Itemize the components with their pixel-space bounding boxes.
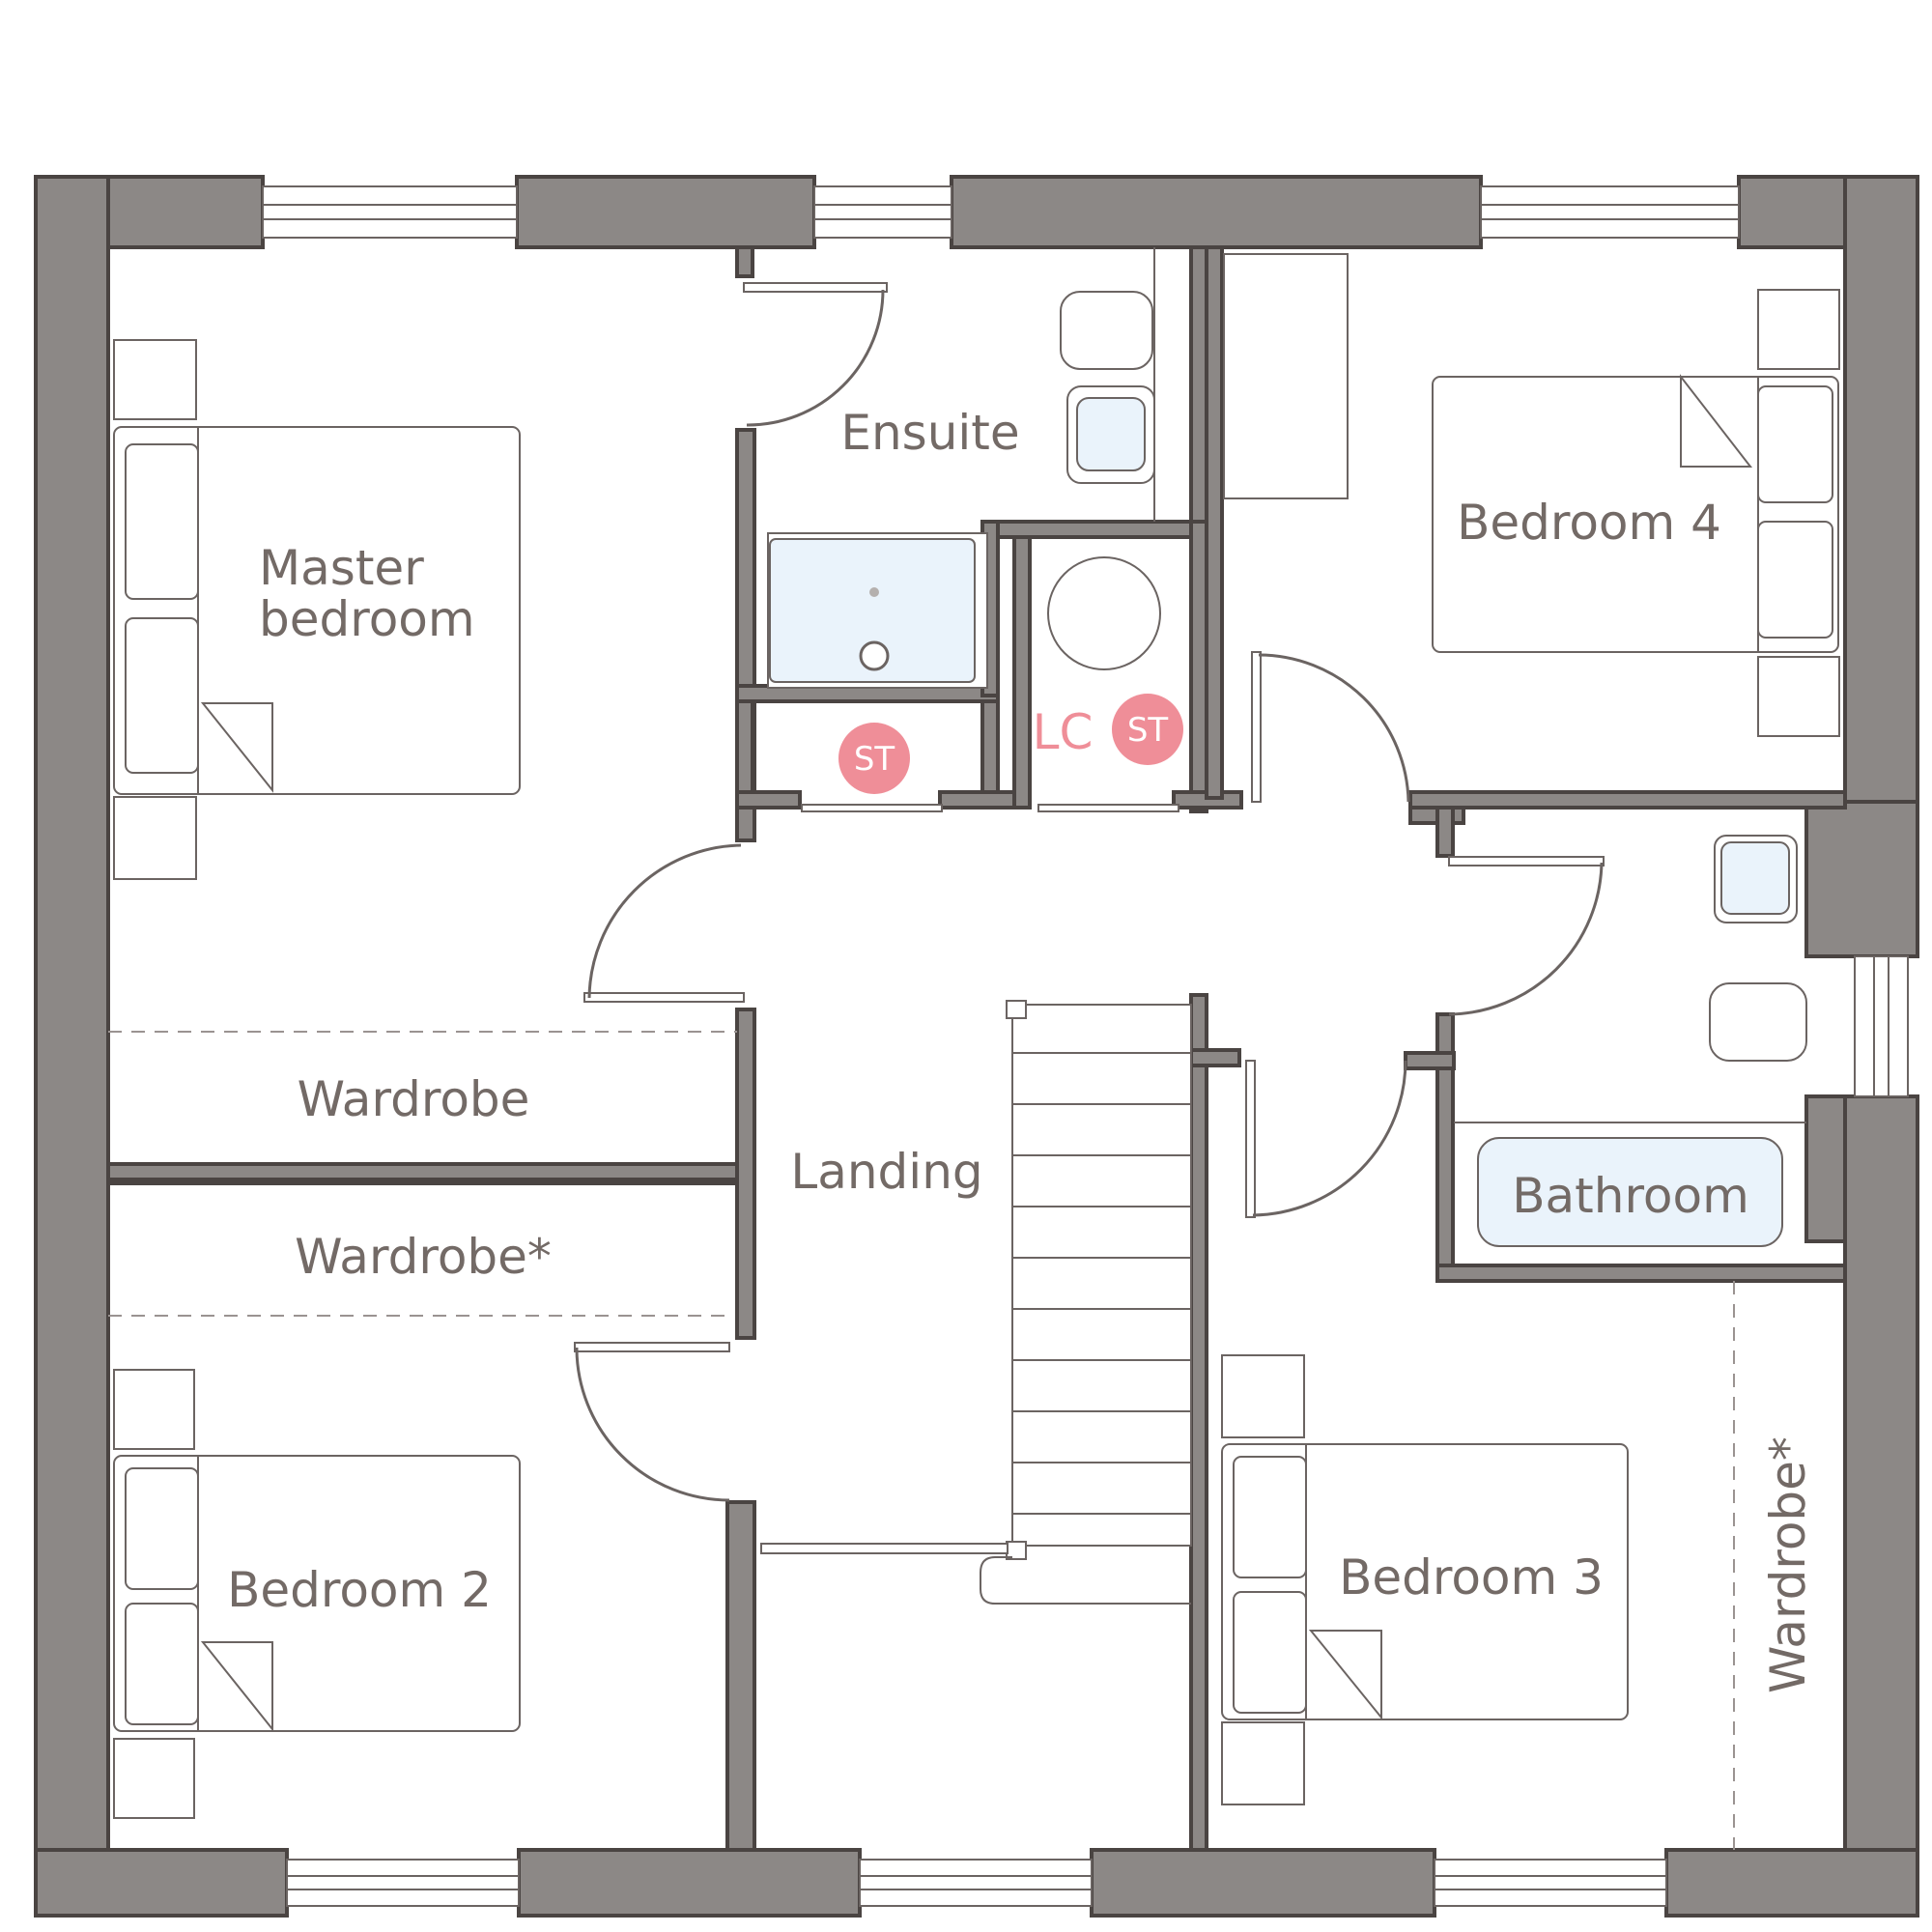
- doors: [574, 282, 1605, 1502]
- wardrobe-lines: [108, 1031, 1735, 1850]
- staircase: [760, 1000, 1192, 1605]
- bedroom2-wardrobe-label: Wardrobe*: [295, 1229, 552, 1285]
- bedroom4-label: Bedroom 4: [1457, 495, 1721, 551]
- ensuite-label: Ensuite: [840, 405, 1019, 461]
- master-bedroom-label-line2: bedroom: [259, 591, 475, 647]
- bedroom4-furniture: [1223, 253, 1840, 737]
- bedroom3-wardrobe-label: Wardrobe*: [1760, 1436, 1816, 1693]
- st-marker-cupboard: ST: [1112, 694, 1183, 765]
- bedroom3-label: Bedroom 3: [1339, 1549, 1604, 1605]
- master-bedroom-label-line1: Master: [259, 540, 424, 596]
- st-label: ST: [1127, 711, 1169, 750]
- interior-walls: [106, 245, 1847, 1852]
- master-bed-furniture: [113, 339, 521, 880]
- ensuite-fixtures: [767, 247, 1155, 689]
- lc-label: LC: [1033, 704, 1094, 760]
- master-wardrobe-label: Wardrobe: [298, 1071, 530, 1127]
- cylinder-cupboard: [1047, 556, 1161, 670]
- outer-walls: [34, 175, 1919, 1918]
- bathroom-fixtures: [1454, 835, 1807, 1247]
- bedroom2-furniture: [113, 1369, 521, 1819]
- st-marker-store: ST: [838, 723, 910, 794]
- bedroom3-furniture: [1221, 1354, 1629, 1805]
- windows: [262, 185, 1909, 1907]
- st-label: ST: [854, 740, 895, 779]
- landing-label: Landing: [790, 1144, 982, 1200]
- bathroom-label: Bathroom: [1512, 1168, 1749, 1224]
- bedroom2-label: Bedroom 2: [227, 1562, 492, 1618]
